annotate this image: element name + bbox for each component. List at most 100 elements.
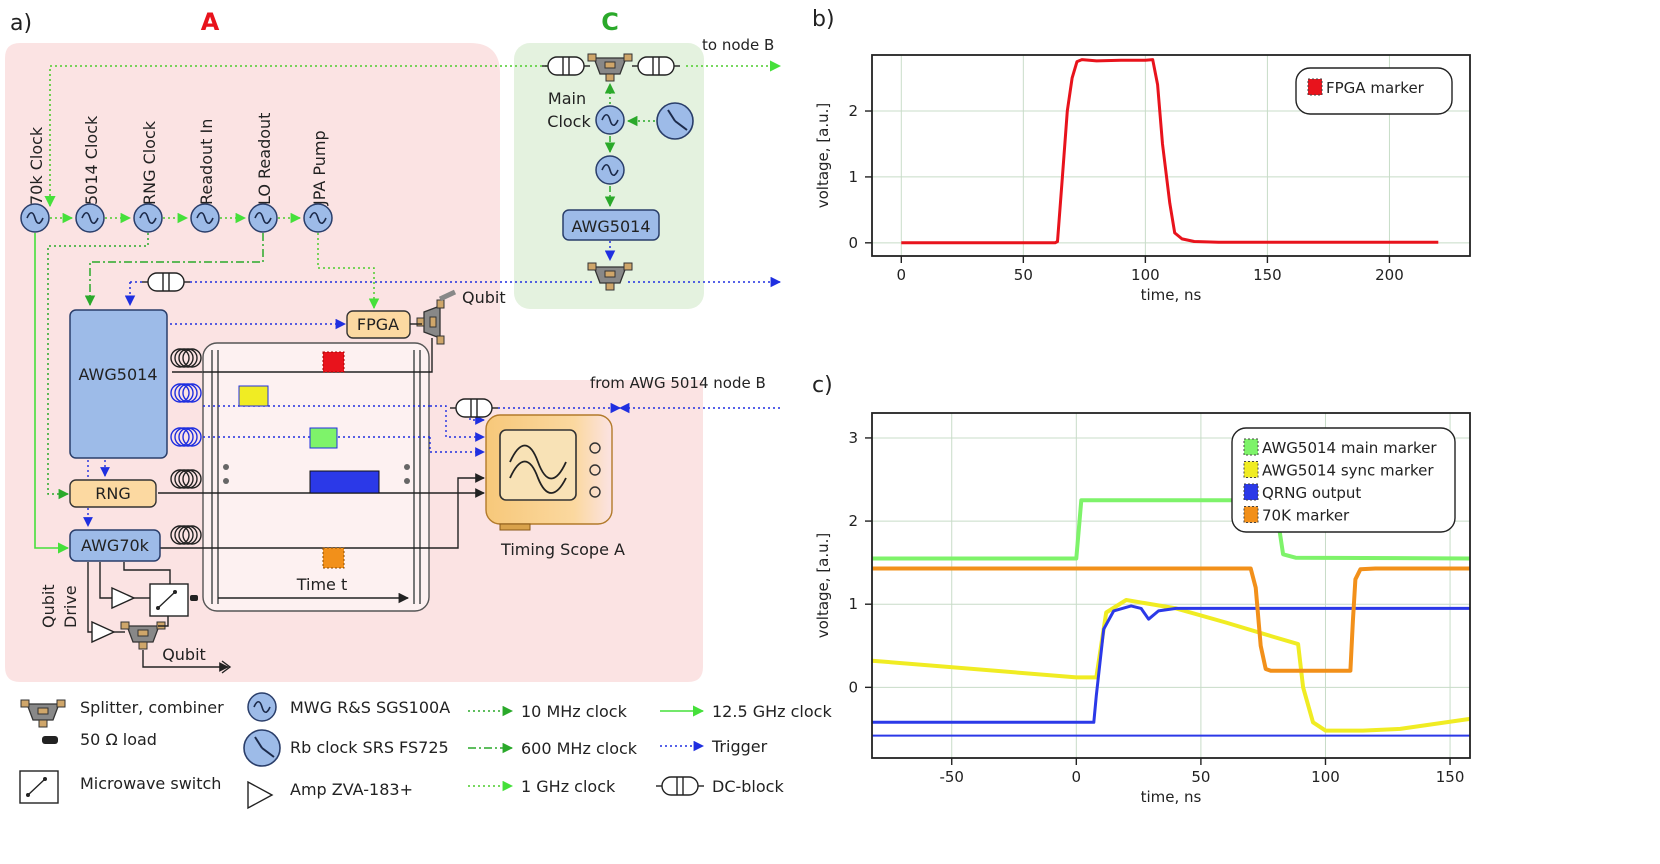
mwg-icon	[595, 155, 625, 185]
legend-load-icon	[42, 736, 58, 744]
legend-entry: AWG5014 sync marker	[1262, 462, 1434, 480]
source-label-5014: 5014 Clock	[82, 115, 101, 205]
frame-bolt	[223, 464, 229, 470]
legend-amp: Amp ZVA-183+	[290, 780, 413, 799]
panel-label-b: b)	[812, 7, 835, 32]
legend-trigger: Trigger	[711, 737, 768, 756]
legend-mwg-icon	[247, 692, 277, 722]
x-tick-label: 150	[1253, 266, 1282, 284]
qubit-out-line	[142, 650, 229, 672]
y-tick-label: 1	[848, 595, 858, 613]
legend-entry: 70K marker	[1262, 507, 1350, 525]
legend-entry: FPGA marker	[1326, 79, 1425, 97]
legend-box	[1231, 427, 1456, 533]
legend-10mhz: 10 MHz clock	[521, 702, 628, 721]
source-readout-in	[190, 203, 220, 233]
qubit-top-label: Qubit	[462, 288, 506, 307]
legend-entry: AWG5014 main marker	[1262, 439, 1437, 457]
awg5014-c-box	[562, 209, 660, 241]
series-line	[901, 58, 1439, 245]
mwg-icon	[595, 105, 625, 135]
legend-swatch	[1307, 78, 1323, 96]
clock-600m-to-awg5014	[84, 233, 264, 307]
y-tick-label: 2	[848, 102, 858, 120]
main-clock-label-1: Main	[548, 89, 586, 108]
frame-bolt	[404, 478, 410, 484]
qubit-out-arrow2	[221, 660, 232, 674]
rng-label: RNG	[95, 484, 130, 503]
legend-swatch	[1243, 461, 1259, 478]
y-tick-label: 0	[848, 678, 858, 696]
awg5014-c-label: AWG5014	[571, 217, 650, 236]
source-5014-clock	[75, 203, 105, 233]
legend-switch: Microwave switch	[80, 774, 221, 793]
x-axis-label: time, ns	[1141, 286, 1202, 304]
plot-frame	[871, 412, 1471, 759]
timing-scope-icon	[485, 414, 613, 531]
panel-label-c: c)	[812, 373, 833, 398]
main-pulse	[309, 427, 338, 449]
legend-box	[1295, 67, 1453, 115]
fpga-label: FPGA	[357, 315, 399, 334]
legend-splitter: Splitter, combiner	[80, 698, 224, 717]
legend-mwg: MWG R&S SGS100A	[290, 698, 450, 717]
series-line	[872, 604, 1470, 724]
source-lo-readout	[248, 203, 278, 233]
x-tick-label: 0	[897, 266, 907, 284]
x-tick-label: 0	[1072, 768, 1082, 786]
awg70k-box	[69, 529, 161, 562]
x-tick-label: -50	[939, 768, 964, 786]
rb-clock-icon	[656, 102, 694, 140]
panel-label-a: a)	[10, 11, 32, 36]
70k-to-scope	[430, 473, 485, 549]
source-70k-clock	[20, 203, 50, 233]
main-to-scope	[429, 437, 485, 457]
to-node-b-label: to node B	[702, 36, 774, 54]
region-c-label: C	[601, 8, 619, 36]
x-tick-label: 50	[1191, 768, 1210, 786]
y-tick-label: 0	[848, 234, 858, 252]
legend-12ghz: 12.5 GHz clock	[712, 702, 832, 721]
plot-frame	[871, 54, 1471, 257]
rng-pulse	[309, 470, 380, 494]
main-clock-label-2: Clock	[547, 112, 591, 131]
legend-dc-block-icon	[655, 776, 705, 796]
qubit-bottom-label: Qubit	[162, 645, 206, 664]
x-tick-label: 100	[1131, 266, 1160, 284]
x-tick-label: 150	[1436, 768, 1465, 786]
frame-bolt	[223, 478, 229, 484]
region-a-label: A	[201, 8, 220, 36]
clock-1g-to-fpga	[317, 233, 380, 310]
qubit-input-stub	[438, 289, 457, 302]
x-axis-label: time, ns	[1141, 788, 1202, 806]
source-rng-clock	[133, 203, 163, 233]
legend-swatch	[1243, 483, 1259, 501]
legend-600mhz: 600 MHz clock	[521, 739, 638, 758]
source-jpa-pump	[303, 203, 333, 233]
y-tick-label: 1	[848, 168, 858, 186]
70k-pulse	[322, 547, 345, 569]
legend-switch-icon	[19, 770, 59, 804]
legend-1ghz: 1 GHz clock	[521, 777, 616, 796]
drive-line-2	[87, 562, 92, 633]
source-label-readout: Readout In	[197, 119, 216, 205]
amplifier-icon	[91, 620, 116, 644]
legend-splitter-icon	[20, 699, 66, 728]
qubit-drive-label-1: Qubit	[39, 584, 58, 628]
series-line	[872, 566, 1470, 673]
source-label-jpa: JPA Pump	[310, 130, 329, 206]
scope-label: Timing Scope A	[500, 540, 625, 559]
from-node-b-label: from AWG 5014 node B	[590, 374, 766, 392]
sync-to-scope	[430, 405, 485, 442]
source-label-lo: LO Readout	[255, 113, 274, 205]
legend-dcblock: DC-block	[712, 777, 784, 796]
y-axis-label: voltage, [a.u.]	[814, 533, 832, 639]
y-tick-label: 2	[848, 512, 858, 530]
y-axis-label: voltage, [a.u.]	[814, 103, 832, 209]
switch-to-splitter	[158, 616, 169, 627]
awg5014-label: AWG5014	[78, 365, 157, 384]
frame-bolt	[404, 464, 410, 470]
